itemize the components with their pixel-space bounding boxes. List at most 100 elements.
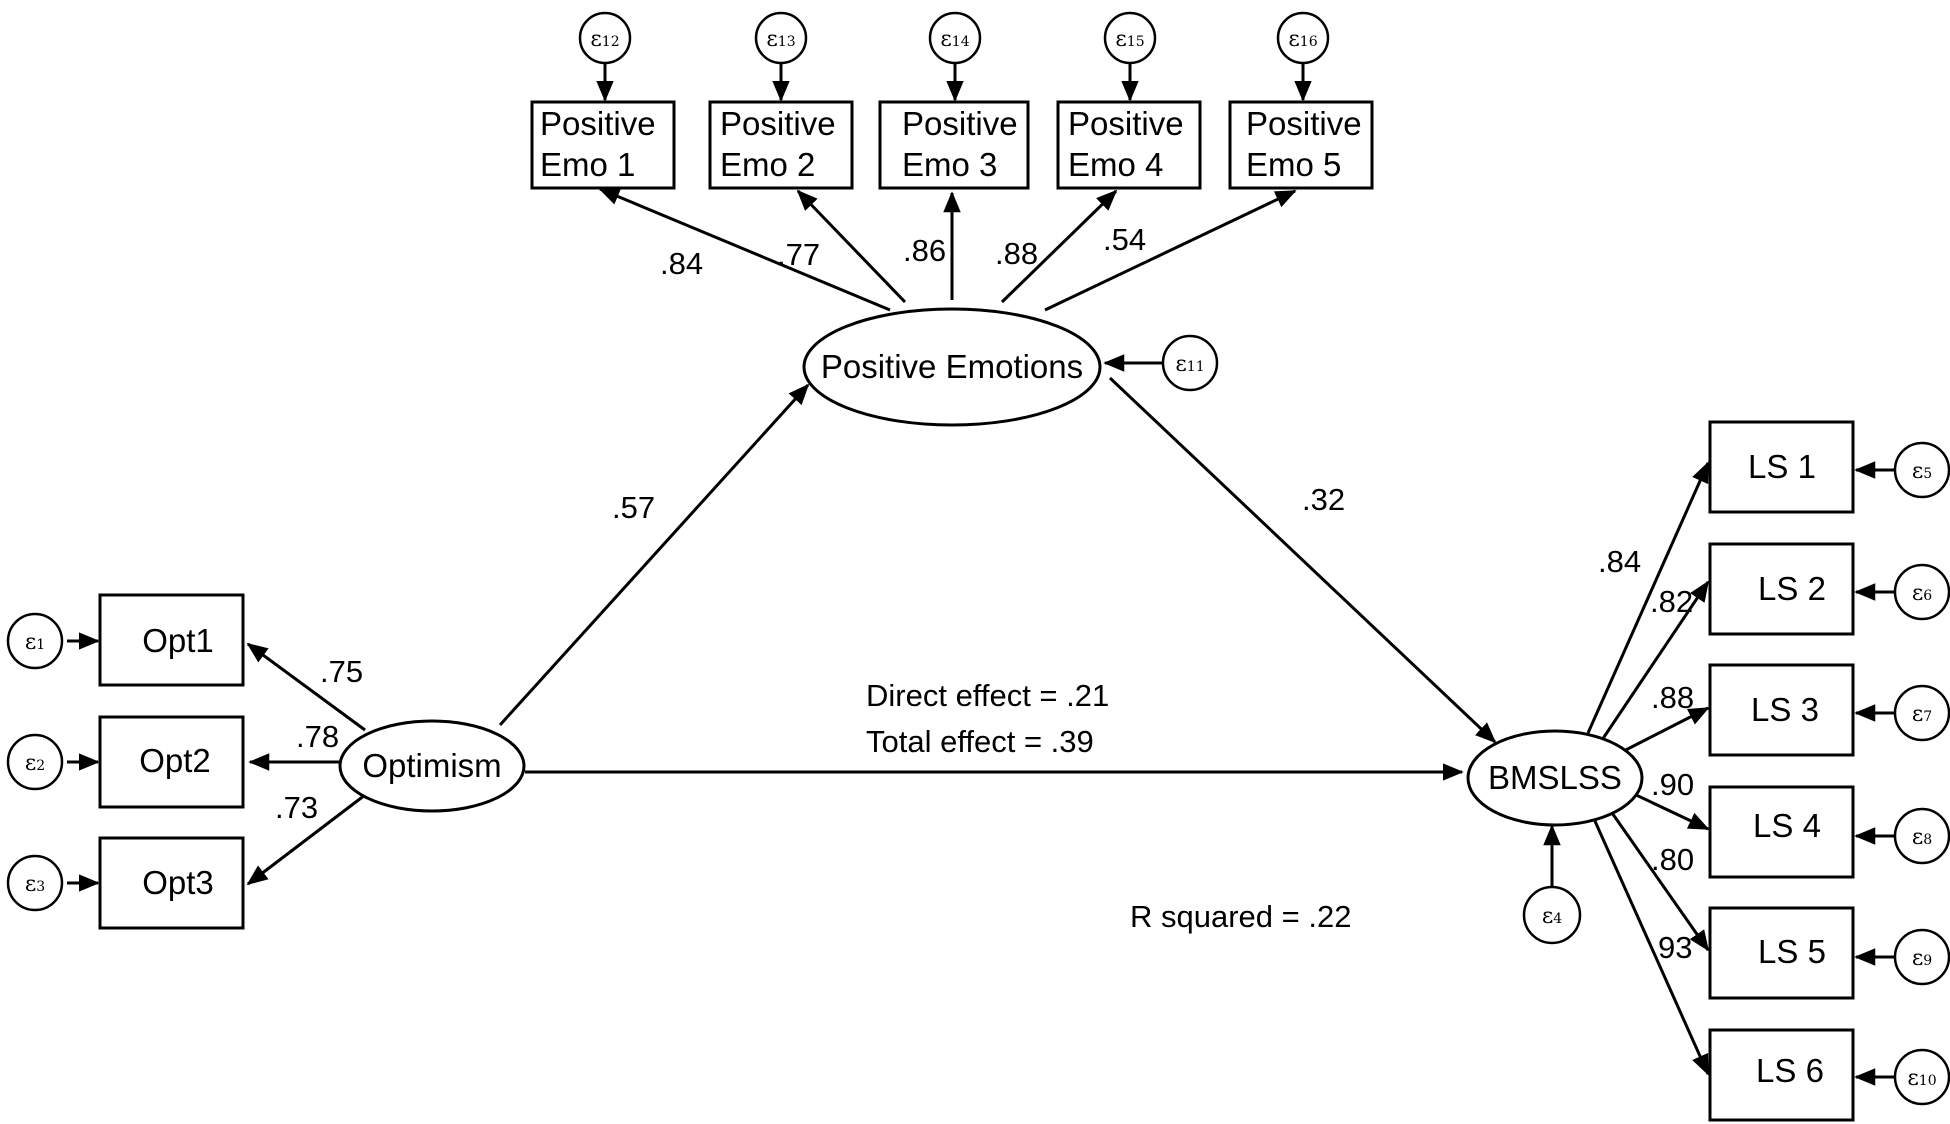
indicator-ls3: LS 3 bbox=[1708, 663, 1855, 757]
edge-bmslss-to-ls5 bbox=[1601, 799, 1710, 952]
r-squared-note: R squared = .22 bbox=[1130, 899, 1351, 934]
error-term-1: ε1 bbox=[6, 612, 64, 670]
indicator-opt3: Opt3 bbox=[98, 836, 245, 930]
error-index: 5 bbox=[1923, 466, 1932, 482]
svg-text:ε7: ε7 bbox=[1912, 702, 1932, 727]
indicator-label: Opt1 bbox=[142, 622, 214, 659]
edge-bmslss-to-ls6 bbox=[1588, 809, 1710, 1076]
svg-text:ε3: ε3 bbox=[25, 872, 45, 897]
indicator-positive-emo-5: Positive Emo 5 bbox=[1228, 100, 1374, 190]
epsilon-symbol: ε bbox=[1542, 904, 1553, 929]
indicator-label-line1: Positive bbox=[902, 105, 1018, 142]
indicator-label-line1: Positive bbox=[1246, 105, 1362, 142]
indicator-positive-emo-4: Positive Emo 4 bbox=[1056, 100, 1202, 190]
indicator-label: LS 1 bbox=[1748, 448, 1816, 485]
indicator-ls2: LS 2 bbox=[1708, 542, 1855, 636]
svg-text:ε12: ε12 bbox=[590, 27, 619, 52]
error-term-10: ε10 bbox=[1893, 1048, 1950, 1106]
edge-bmslss-to-ls1 bbox=[1586, 461, 1710, 734]
error-index: 14 bbox=[952, 34, 970, 50]
error-index: 10 bbox=[1919, 1073, 1937, 1089]
indicator-ls4: LS 4 bbox=[1708, 785, 1855, 879]
edge-positive-emotions-to-emo2 bbox=[796, 189, 907, 304]
error-index: 3 bbox=[36, 879, 45, 895]
error-term-8: ε8 bbox=[1893, 807, 1950, 865]
positive-emo-indicators: Positive Emo 1 Positive Emo 2 Positive E… bbox=[530, 100, 1374, 190]
total-effect-note: Total effect = .39 bbox=[866, 724, 1094, 759]
indicator-opt2: Opt2 bbox=[98, 715, 245, 809]
indicator-label-line2: Emo 5 bbox=[1246, 146, 1341, 183]
indicator-opt1: Opt1 bbox=[98, 593, 245, 687]
path-positive-emotions-to-bmslss: .32 bbox=[1302, 482, 1345, 517]
epsilon-symbol: ε bbox=[766, 27, 777, 52]
error-index: 13 bbox=[778, 34, 796, 50]
latent-positive-emotions: Positive Emotions bbox=[802, 307, 1102, 427]
indicator-label: LS 4 bbox=[1753, 807, 1821, 844]
epsilon-symbol: ε bbox=[1912, 825, 1923, 850]
error-term-7: ε7 bbox=[1893, 684, 1950, 742]
indicator-label-line1: Positive bbox=[720, 105, 836, 142]
epsilon-symbol: ε bbox=[1288, 27, 1299, 52]
life-satisfaction-errors: ε5 ε6 ε7 ε8 ε9 ε10 bbox=[1893, 441, 1950, 1106]
epsilon-symbol: ε bbox=[1907, 1066, 1918, 1091]
svg-text:ε11: ε11 bbox=[1175, 352, 1204, 377]
error-index: 4 bbox=[1553, 911, 1562, 927]
indicator-label: LS 2 bbox=[1758, 570, 1826, 607]
error-term-4: ε4 bbox=[1522, 885, 1582, 945]
error-term-14: ε14 bbox=[928, 11, 982, 65]
direct-effect-note: Direct effect = .21 bbox=[866, 678, 1109, 713]
epsilon-symbol: ε bbox=[25, 751, 36, 776]
epsilon-symbol: ε bbox=[1912, 581, 1923, 606]
path-optimism-to-positive-emotions: .57 bbox=[612, 490, 655, 525]
edge-bmslss-to-ls3 bbox=[1611, 706, 1710, 759]
loading-positive-emo-5: .54 bbox=[1103, 222, 1146, 257]
loading-opt2: .78 bbox=[296, 719, 339, 754]
svg-text:ε13: ε13 bbox=[766, 27, 795, 52]
indicator-label: Opt2 bbox=[139, 742, 211, 779]
error-term-3: ε3 bbox=[6, 854, 64, 912]
error-index: 7 bbox=[1923, 709, 1932, 725]
error-term-13: ε13 bbox=[754, 11, 808, 65]
optimism-indicators: Opt1 Opt2 Opt3 bbox=[98, 593, 245, 930]
latent-optimism: Optimism bbox=[338, 719, 526, 813]
svg-text:ε4: ε4 bbox=[1542, 904, 1562, 929]
svg-text:ε5: ε5 bbox=[1912, 459, 1932, 484]
epsilon-symbol: ε bbox=[1175, 352, 1186, 377]
epsilon-symbol: ε bbox=[1912, 946, 1923, 971]
error-index: 8 bbox=[1923, 832, 1932, 848]
indicator-positive-emo-3: Positive Emo 3 bbox=[878, 100, 1030, 190]
error-index: 1 bbox=[36, 637, 45, 653]
indicator-label-line1: Positive bbox=[540, 105, 656, 142]
notes: Direct effect = .21 Total effect = .39 R… bbox=[866, 678, 1351, 934]
indicator-positive-emo-2: Positive Emo 2 bbox=[708, 100, 854, 190]
indicator-ls1: LS 1 bbox=[1708, 420, 1855, 514]
svg-text:ε9: ε9 bbox=[1912, 946, 1932, 971]
error-index: 12 bbox=[602, 34, 620, 50]
optimism-errors: ε1 ε2 ε3 bbox=[6, 612, 64, 912]
error-term-9: ε9 bbox=[1893, 928, 1950, 986]
indicator-label: LS 5 bbox=[1758, 933, 1826, 970]
edge-optimism-to-positive-emotions bbox=[498, 383, 810, 727]
life-satisfaction-indicators: LS 1 LS 2 LS 3 LS 4 LS 5 LS 6 bbox=[1708, 420, 1855, 1122]
edges bbox=[67, 63, 1895, 1086]
epsilon-symbol: ε bbox=[1115, 27, 1126, 52]
loading-positive-emo-4: .88 bbox=[995, 236, 1038, 271]
indicator-ls5: LS 5 bbox=[1708, 906, 1855, 1000]
latent-label: Positive Emotions bbox=[821, 348, 1083, 385]
error-index: 2 bbox=[36, 758, 45, 774]
error-term-5: ε5 bbox=[1893, 441, 1950, 499]
indicator-ls6: LS 6 bbox=[1708, 1028, 1855, 1122]
svg-text:ε15: ε15 bbox=[1115, 27, 1144, 52]
epsilon-symbol: ε bbox=[25, 630, 36, 655]
loading-ls4: .90 bbox=[1651, 767, 1694, 802]
indicator-label-line2: Emo 3 bbox=[902, 146, 997, 183]
indicator-label: LS 6 bbox=[1756, 1052, 1824, 1089]
loading-ls2: .82 bbox=[1650, 584, 1693, 619]
svg-text:ε10: ε10 bbox=[1907, 1066, 1936, 1091]
edge-positive-emotions-to-emo5 bbox=[1044, 189, 1297, 312]
error-term-6: ε6 bbox=[1893, 563, 1950, 621]
svg-text:ε14: ε14 bbox=[940, 27, 969, 52]
latent-label: BMSLSS bbox=[1488, 759, 1622, 796]
edge-optimism-to-opt1 bbox=[246, 642, 366, 732]
